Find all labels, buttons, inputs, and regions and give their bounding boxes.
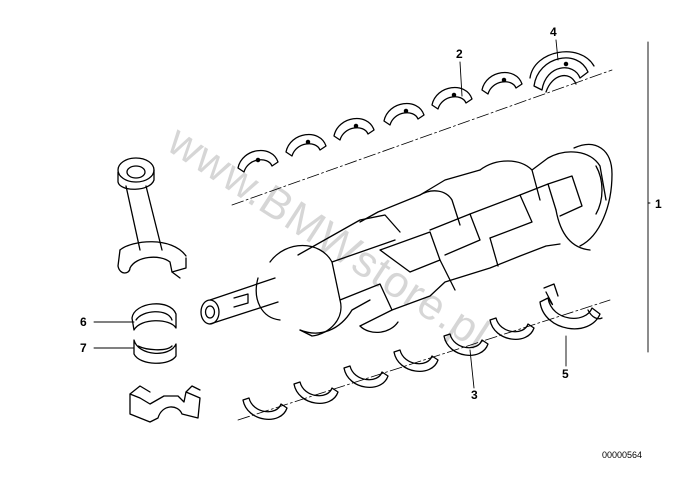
upper-thrust-shell: [529, 51, 595, 93]
leader-lines: [93, 39, 651, 389]
lower-centerline: [237, 299, 611, 421]
callout-3: 3: [471, 388, 478, 402]
lower-shell-5: [443, 333, 489, 356]
upper-shell-2: [285, 133, 327, 157]
callout-4: 4: [550, 25, 557, 39]
lower-shell-4: [393, 349, 439, 372]
upper-centerline: [231, 69, 613, 206]
upper-shell-6: [481, 71, 523, 95]
rod-cap: [129, 385, 201, 423]
callout-6: 6: [80, 315, 87, 329]
callout-2: 2: [456, 47, 463, 61]
connecting-rod: [117, 157, 187, 279]
rod-bearing-lower: [133, 339, 177, 364]
callout-5: 5: [562, 367, 569, 381]
upper-shell-5: [431, 86, 473, 110]
lower-bearing-shells: [242, 283, 603, 420]
lower-shell-3: [343, 365, 389, 388]
upper-shell-4: [383, 102, 425, 126]
crankshaft: [200, 143, 613, 337]
lower-shell-2: [293, 381, 339, 404]
upper-bearing-shells: [237, 51, 595, 173]
rod-bearing-upper: [131, 303, 177, 331]
lower-shell-1: [242, 397, 288, 420]
upper-shell-3: [333, 117, 375, 141]
lower-shell-6: [489, 317, 535, 340]
upper-shell-1: [237, 149, 279, 173]
callout-7: 7: [80, 341, 87, 355]
callout-1: 1: [655, 197, 662, 211]
lower-thrust-shell: [539, 283, 603, 330]
part-code: 00000564: [602, 450, 643, 460]
